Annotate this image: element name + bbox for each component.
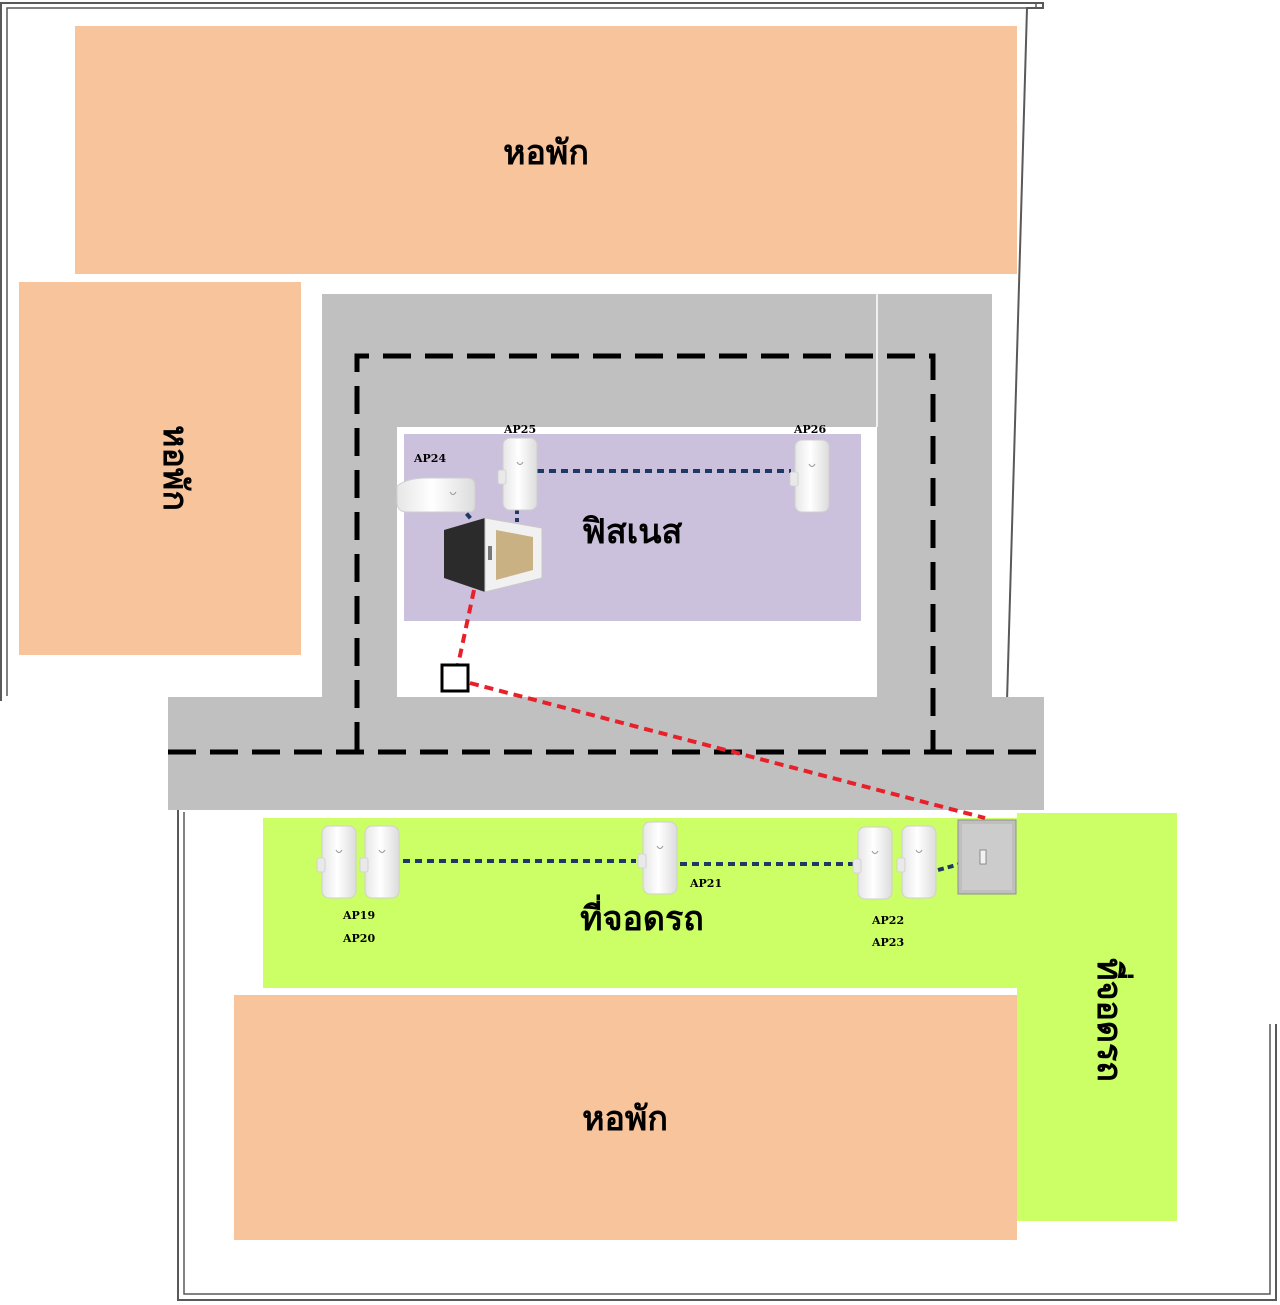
- ap24-label: AP24: [413, 452, 446, 465]
- junction-box-icon: [440, 663, 470, 693]
- outdoor-cabinet-icon: [957, 819, 1017, 895]
- ap25-label: AP25: [503, 423, 536, 436]
- walkway-dashed-route: [354, 353, 936, 750]
- ap26-device-icon: [789, 439, 830, 513]
- dorm-top-label: หอพัก: [503, 133, 589, 173]
- fiber-link-cabinet-junction: [456, 589, 476, 666]
- ap23-label: AP23: [871, 936, 904, 949]
- ap22-device-icon: [852, 826, 893, 900]
- site-boundary-bottom-inner: [183, 812, 1271, 1295]
- ap25-device-icon: [497, 437, 538, 511]
- parking-side-label: ที่จอดรถ: [1089, 958, 1134, 1082]
- dorm-bottom-building: [234, 995, 1017, 1240]
- ap20-device-icon: [359, 825, 400, 899]
- ap20-label: AP20: [342, 932, 375, 945]
- fitness-label: ฟิสเนส: [582, 512, 683, 552]
- site-boundary-bottom: [177, 810, 1277, 1301]
- dorm-top-building: [75, 26, 1017, 274]
- dorm-left-label: หอพัก: [155, 425, 195, 511]
- ap26-label: AP26: [793, 423, 826, 436]
- parking-side-area: [1017, 813, 1177, 1221]
- ap21-label: AP21: [689, 877, 722, 890]
- ap21-device-icon: [637, 821, 678, 895]
- site-boundary-inner: [6, 3, 1037, 696]
- ap22-label: AP22: [871, 914, 904, 927]
- ap-link-ap23-outdoor: [937, 862, 961, 872]
- ap23-device-icon: [896, 825, 937, 899]
- dorm-bottom-label: หอพัก: [582, 1099, 668, 1139]
- network-cabinet-icon: [444, 517, 543, 593]
- parking-main-label: ที่จอดรถ: [580, 894, 704, 939]
- dorm-left-building: [19, 282, 301, 655]
- ap19-device-icon: [316, 825, 357, 899]
- ap24-device-icon: [396, 477, 476, 513]
- ap19-label: AP19: [342, 909, 375, 922]
- fiber-link-junction-outdoor: [469, 681, 986, 820]
- site-boundary: [0, 2, 1044, 702]
